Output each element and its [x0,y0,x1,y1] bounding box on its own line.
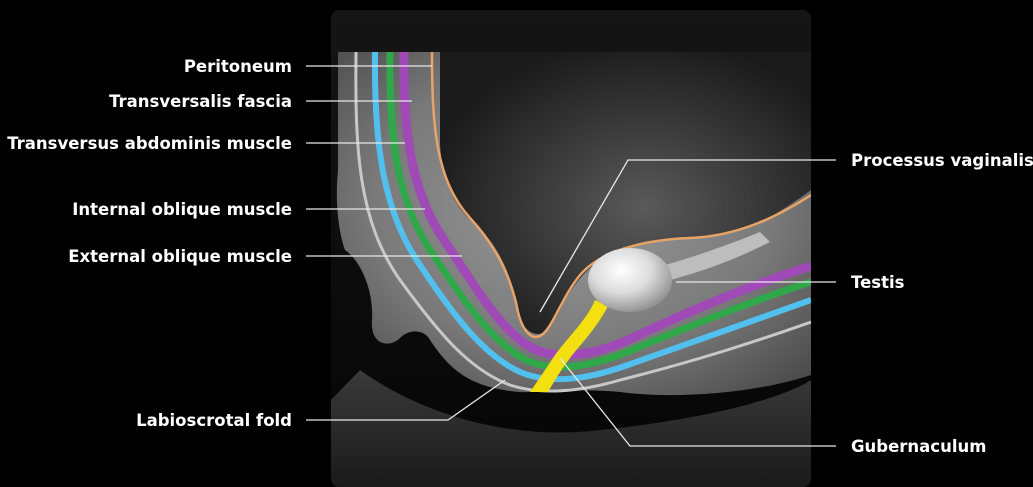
label-gubernaculum: Gubernaculum [851,437,986,456]
label-peritoneum: Peritoneum [184,57,292,76]
label-labioscrotal-fold: Labioscrotal fold [136,411,292,430]
testis-structure [588,248,672,312]
label-external-oblique: External oblique muscle [68,247,292,266]
label-processus-vaginalis: Processus vaginalis [851,151,1033,170]
label-transversalis-fascia: Transversalis fascia [109,92,292,111]
label-transversus-abdominis: Transversus abdominis muscle [7,134,292,153]
label-testis: Testis [851,273,905,292]
label-internal-oblique: Internal oblique muscle [72,200,292,219]
